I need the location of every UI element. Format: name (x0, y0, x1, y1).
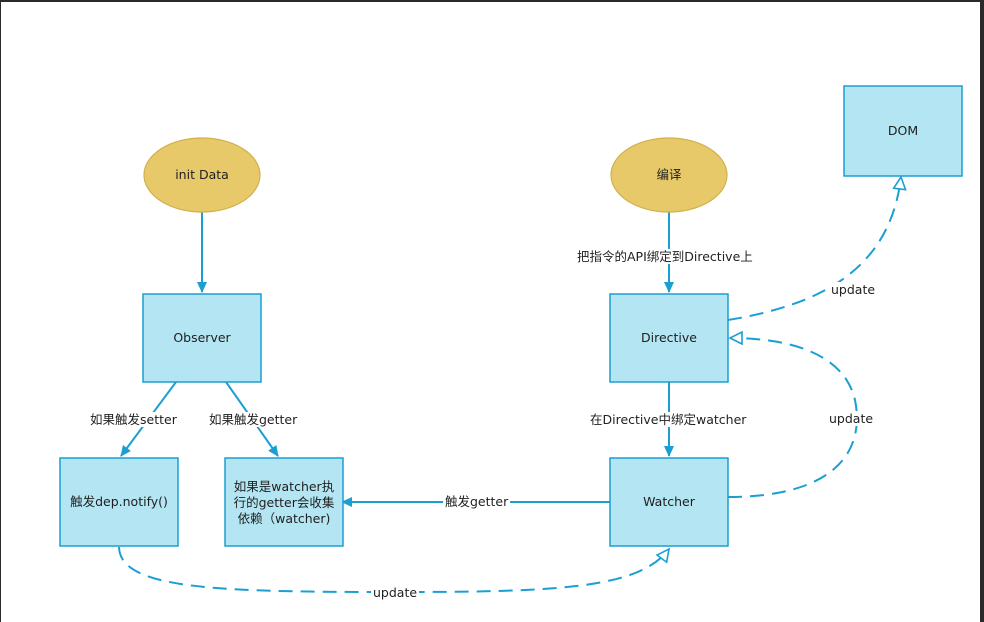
collect-label-line-3: 依赖（watcher) (237, 511, 331, 526)
collect-node (224, 457, 344, 547)
init-data-node (143, 137, 261, 213)
watcher-node (609, 457, 729, 547)
observer-label: Observer (173, 330, 231, 345)
directive-label: Directive (641, 330, 697, 345)
collect-label-line-2: 行的getter会收集 (233, 495, 335, 510)
edge-label-if-setter: 如果触发setter (88, 412, 179, 427)
collect-label-line-1: 如果是watcher执 (233, 479, 335, 494)
edge-label-update-directive: update (827, 411, 876, 426)
notify-node (59, 457, 179, 547)
dom-node (843, 85, 963, 177)
edge-label-update-watcher: update (371, 585, 420, 600)
watcher-label: Watcher (643, 494, 695, 509)
compile-node (610, 137, 728, 213)
init-data-label: init Data (175, 167, 229, 182)
compile-label: 编译 (656, 167, 682, 182)
collect-label: 如果是watcher执 行的getter会收集 依赖（watcher) (225, 479, 343, 527)
edge-label-bind-api: 把指令的API绑定到Directive上 (575, 249, 755, 264)
edge-label-trigger-getter: 触发getter (443, 494, 511, 509)
edge-label-update-dom: update (829, 282, 878, 297)
notify-label: 触发dep.notify() (70, 494, 168, 509)
frame-left-edge (0, 0, 1, 622)
observer-node (142, 293, 262, 383)
edge-label-bind-watcher: 在Directive中绑定watcher (588, 412, 749, 427)
directive-node (609, 293, 729, 383)
arrow-update-watcher-to-directive (727, 330, 858, 498)
frame-right-edge (980, 0, 984, 622)
arrow-update-directive-to-dom (727, 175, 907, 321)
dom-label: DOM (887, 123, 919, 138)
edge-label-if-getter: 如果触发getter (207, 412, 300, 427)
